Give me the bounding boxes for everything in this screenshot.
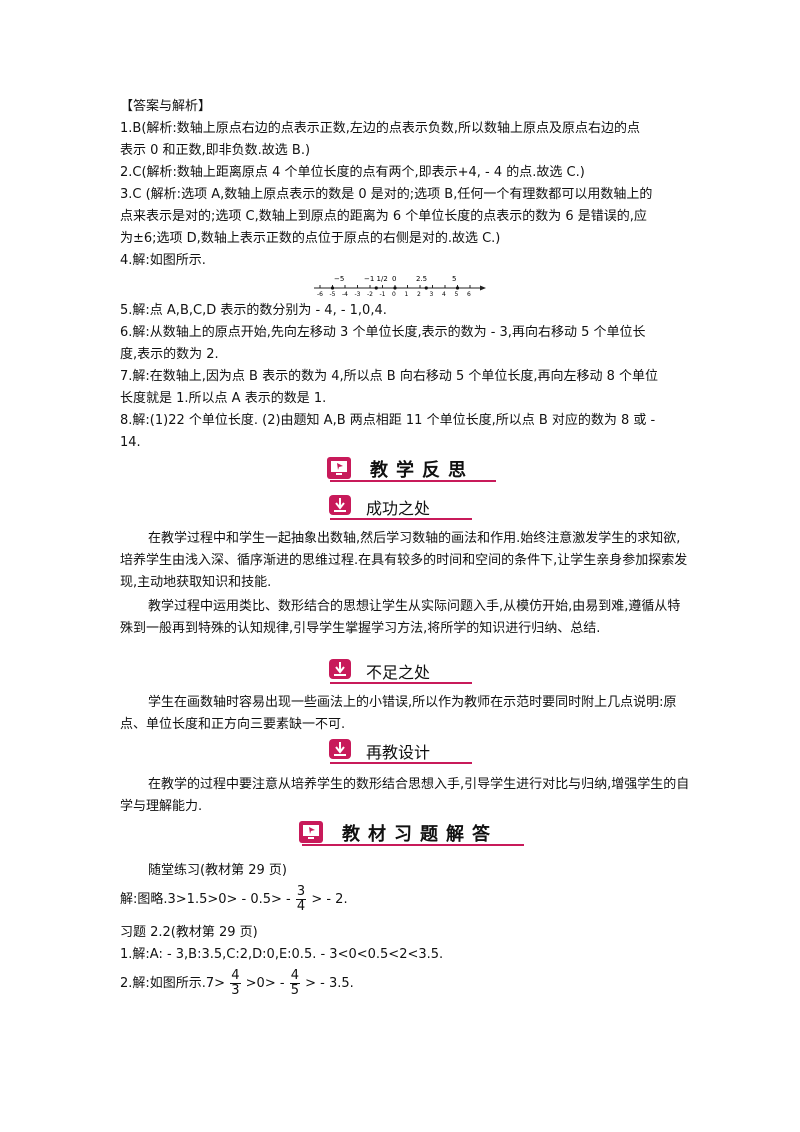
exercise-2-text-mid: >0> -: [245, 976, 285, 991]
nl-point: [374, 286, 378, 290]
answer-3-line-1: 3.C (解析:选项 A,数轴上原点表示的数是 0 是对的;选项 B,任何一个有…: [120, 187, 653, 202]
section-underline: [330, 682, 472, 684]
nl-tick-label: -3: [355, 291, 361, 298]
success-section-header: 成功之处: [328, 494, 472, 520]
textbook-title: 教材习题解答: [342, 824, 498, 845]
nl-tick-label: 5: [455, 291, 459, 298]
shortage-title: 不足之处: [366, 663, 431, 682]
monitor-icon: [326, 456, 352, 480]
monitor-icon: [298, 820, 324, 844]
success-title: 成功之处: [366, 499, 431, 518]
answer-8-line-1: 8.解:(1)22 个单位长度. (2)由题知 A,B 两点相距 11 个单位长…: [120, 413, 656, 428]
answer-8-line-2: 14.: [120, 435, 141, 450]
nl-tick-label: 0: [392, 291, 396, 298]
nl-label-2-5: 2.5: [416, 275, 427, 283]
exercise-heading: 习题 2.2(教材第 29 页): [120, 925, 258, 940]
banner-underline: [330, 480, 496, 482]
answer-3-line-3: 为±6;选项 D,数轴上表示正数的点位于原点的右侧是对的.故选 C.): [120, 231, 501, 246]
answer-2: 2.C(解析:数轴上距离原点 4 个单位长度的点有两个,即表示+4, - 4 的…: [120, 165, 585, 180]
textbook-banner: 教材习题解答: [298, 820, 524, 846]
nl-tick-label: -4: [342, 291, 348, 298]
answer-1-line-2: 表示 0 和正数,即非负数.故选 B.): [120, 143, 311, 158]
answer-4: 4.解:如图所示.: [120, 253, 206, 268]
answers-heading: 【答案与解析】: [120, 99, 212, 114]
nl-tick-label: -5: [330, 291, 336, 298]
nl-point: [330, 286, 335, 290]
nl-tick-label: 1: [405, 291, 409, 298]
section-underline: [330, 762, 472, 764]
nl-tick-label: 2: [417, 291, 421, 298]
number-line-figure: -6 -5 -4 -3 -2 -1 0 1 2 3 4 5 6 −5 −1 1/2 0 2.5 5: [314, 275, 486, 298]
answer-7-line-1: 7.解:在数轴上,因为点 B 表示的数为 4,所以点 B 向右移动 5 个单位长…: [120, 369, 659, 384]
banner-underline: [302, 844, 524, 846]
shortage-section-header: 不足之处: [328, 658, 472, 684]
nl-label-minus-1-half: −1 1/2: [364, 275, 388, 283]
nl-tick-label: 6: [467, 291, 471, 298]
download-arrow-icon: [328, 738, 352, 760]
download-arrow-icon: [328, 658, 352, 680]
redesign-section-header: 再教设计: [328, 738, 472, 764]
shortage-paragraph: 学生在画数轴时容易出现一些画法上的小错误,所以作为教师在示范时要同时附上几点说明…: [120, 695, 677, 732]
nl-label-zero: 0: [392, 275, 396, 283]
exercise-2-text: 2.解:如图所示.7>: [120, 976, 226, 991]
nl-point: [393, 286, 397, 290]
redesign-paragraph: 在教学的过程中要注意从培养学生的数形结合思想入手,引导学生进行对比与归纳,增强学…: [120, 777, 690, 814]
success-paragraph-2: 教学过程中运用类比、数形结合的思想让学生从实际问题入手,从模仿开始,由易到难,遵…: [120, 599, 681, 636]
answer-6-line-2: 度,表示的数为 2.: [120, 347, 219, 362]
nl-point: [424, 286, 428, 290]
exercise-2-text-end: > - 3.5.: [305, 976, 354, 991]
answer-6-line-1: 6.解:从数轴上的原点开始,先向左移动 3 个单位长度,表示的数为 - 3,再向…: [120, 325, 646, 340]
answer-5: 5.解:点 A,B,C,D 表示的数分别为 - 4, - 1,0,4.: [120, 303, 387, 318]
nl-tick-label: -2: [367, 291, 373, 298]
nl-tick-label: -1: [380, 291, 386, 298]
answer-3-line-2: 点来表示是对的;选项 C,数轴上到原点的距离为 6 个单位长度的点表示的数为 6…: [120, 209, 647, 224]
nl-label-minus-5: −5: [334, 275, 344, 283]
download-arrow-icon: [328, 494, 352, 516]
section-underline: [330, 518, 472, 520]
nl-tick-label: 4: [442, 291, 446, 298]
reflection-banner: 教学反思: [326, 456, 496, 482]
reflection-title: 教学反思: [370, 460, 474, 481]
success-paragraph-1: 在教学过程中和学生一起抽象出数轴,然后学习数轴的画法和作用.始终注意激发学生的求…: [120, 531, 688, 590]
practice-heading: 随堂练习(教材第 29 页): [148, 863, 287, 878]
nl-point: [455, 286, 460, 290]
practice-text-end: > - 2.: [311, 892, 348, 907]
nl-tick-label: -6: [317, 291, 323, 298]
nl-tick-label: 3: [430, 291, 434, 298]
nl-label-5: 5: [452, 275, 456, 283]
practice-text: 解:图略.3>1.5>0> - 0.5> -: [120, 892, 291, 907]
exercise-1: 1.解:A: - 3,B:3.5,C:2,D:0,E:0.5. - 3<0<0.…: [120, 947, 444, 962]
answer-7-line-2: 长度就是 1.所以点 A 表示的数是 1.: [120, 391, 327, 406]
redesign-title: 再教设计: [366, 743, 431, 762]
answer-1-line-1: 1.B(解析:数轴上原点右边的点表示正数,左边的点表示负数,所以数轴上原点及原点…: [120, 121, 641, 136]
